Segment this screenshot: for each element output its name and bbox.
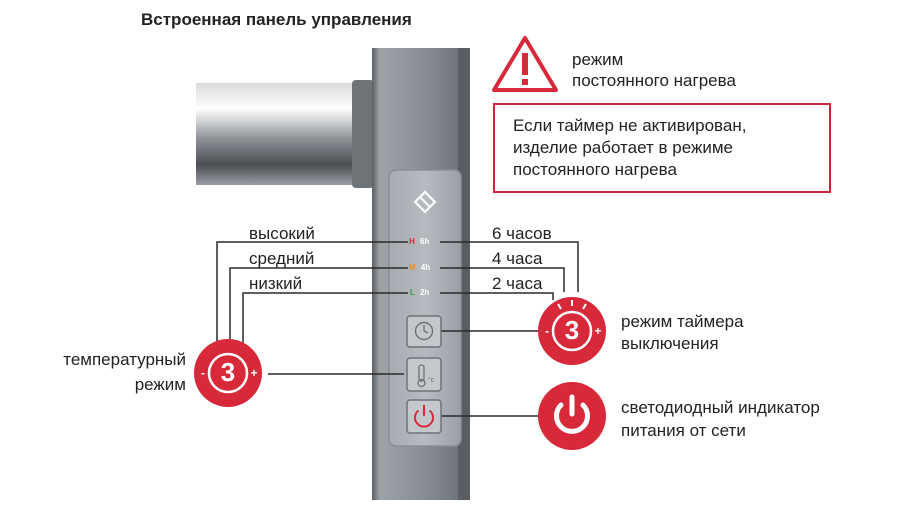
warning-icon <box>492 36 558 92</box>
timer-mode-label-1: режим таймера <box>621 312 744 331</box>
svg-text:-: - <box>545 324 549 338</box>
temperature-mode-badge: - + <box>194 339 262 407</box>
power-badge <box>538 382 606 450</box>
led-low-letter: L <box>410 288 415 297</box>
temp-level-low: низкий <box>249 274 303 293</box>
note-line-1: Если таймер не активирован, <box>513 116 747 135</box>
led-high-hours: 6h <box>420 237 430 246</box>
power-icon <box>554 394 590 434</box>
timer-hours-4: 4 часа <box>492 249 543 268</box>
power-label-2: питания от сети <box>621 421 746 440</box>
led-low-hours: 2h <box>419 288 430 297</box>
svg-text:-: - <box>201 366 205 380</box>
temp-level-high: высокий <box>249 224 315 243</box>
timer-button[interactable] <box>406 315 442 348</box>
constant-mode-label-1: режим <box>572 50 624 69</box>
timer-hours-2: 2 часа <box>492 274 543 293</box>
power-label-1: светодиодный индикатор <box>621 398 820 417</box>
brand-logo-icon <box>413 190 437 214</box>
note-line-3: постоянного нагрева <box>513 160 677 179</box>
heater-pipe <box>196 80 374 188</box>
thermometer-icon <box>417 364 426 388</box>
led-high-letter: H <box>409 237 415 246</box>
temp-mode-label-2: режим <box>134 375 186 394</box>
thermo-button[interactable] <box>406 357 442 392</box>
temp-badge-number: 3 <box>220 357 236 387</box>
temp-mode-label-1: температурный <box>63 350 186 369</box>
led-low: L 2h <box>410 288 429 297</box>
timer-mode-badge: - + <box>538 297 606 365</box>
timer-mode-label-2: выключения <box>621 334 719 353</box>
page-title: Встроенная панель управления <box>141 10 412 29</box>
constant-mode-label-2: постоянного нагрева <box>572 71 736 90</box>
note-line-2: изделие работает в режиме <box>513 138 733 157</box>
temperature-leader-lines <box>216 241 408 350</box>
led-medium-hours: 4h <box>420 263 431 272</box>
timer-hours-6: 6 часов <box>492 224 552 243</box>
led-high: H 6h <box>409 237 429 246</box>
svg-text:+: + <box>250 366 257 380</box>
power-led-icon <box>414 405 434 428</box>
led-medium: M 4h <box>409 263 430 272</box>
svg-text:+: + <box>594 324 601 338</box>
info-note: Если таймер не активирован, изделие рабо… <box>493 103 831 193</box>
thermo-unit: °c <box>428 377 435 384</box>
temp-level-medium: средний <box>249 249 315 268</box>
timer-leader-lines <box>440 241 579 300</box>
led-medium-letter: M <box>409 263 416 272</box>
timer-badge-number: 3 <box>564 315 580 345</box>
power-button[interactable] <box>406 399 442 434</box>
